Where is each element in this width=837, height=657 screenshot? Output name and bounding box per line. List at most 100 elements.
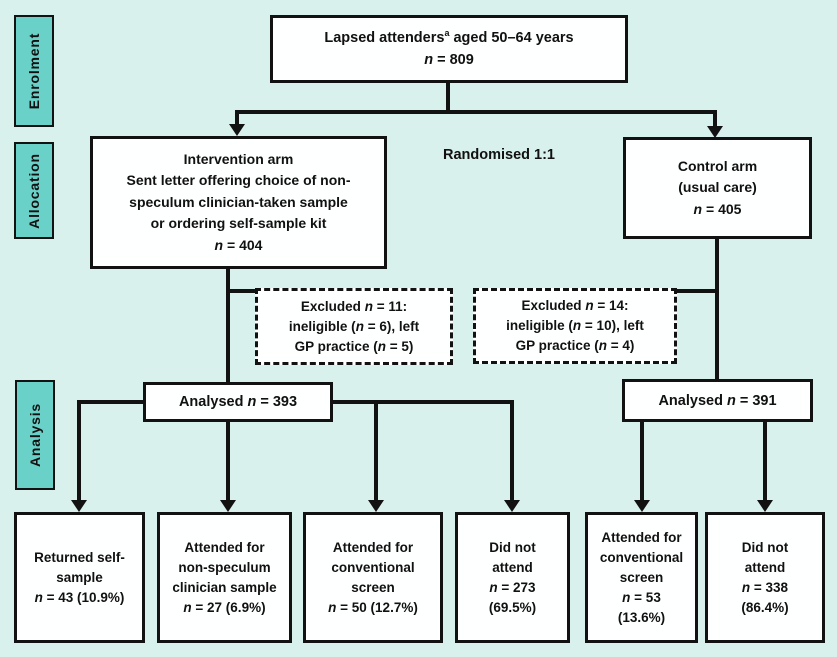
box-text-line: Excluded n = 14: bbox=[522, 296, 629, 316]
outcome-no-attend-control-box: Did not attend n = 338 (86.4%) bbox=[705, 512, 825, 643]
n-symbol: n bbox=[598, 338, 607, 353]
box-text-line: non-speculum bbox=[178, 559, 271, 575]
box-text-line: attend bbox=[492, 559, 533, 575]
text-segment: ineligible ( bbox=[506, 318, 573, 333]
outcome-no-attend-intervention-box: Did not attend n = 273 (69.5%) bbox=[455, 512, 570, 643]
randomised-label: Randomised 1:1 bbox=[443, 147, 555, 163]
n-value: = 404 bbox=[223, 236, 263, 253]
box-text-line: or ordering self-sample kit bbox=[150, 215, 327, 232]
stage-label-text: Analysis bbox=[27, 403, 43, 467]
text-segment: Excluded bbox=[521, 298, 586, 313]
connector-analysed-int-right-branch bbox=[331, 400, 514, 502]
n-symbol: n bbox=[328, 599, 337, 615]
box-text-line: Excluded n = 11: bbox=[301, 297, 407, 317]
stage-label-analysis: Analysis bbox=[15, 380, 55, 490]
box-n-line: n = 50 (12.7%) bbox=[328, 598, 418, 618]
text-segment: Lapsed attenders bbox=[324, 30, 445, 46]
n-value: = 50 (12.7%) bbox=[336, 599, 418, 615]
stage-label-allocation: Allocation bbox=[14, 142, 54, 239]
arrowhead-outcome-1 bbox=[71, 500, 87, 512]
text-segment: Excluded bbox=[300, 298, 365, 314]
control-arm-box: Control arm (usual care) n = 405 bbox=[623, 137, 812, 239]
outcome-returned-self-sample-box: Returned self- sample n = 43 (10.9%) bbox=[14, 512, 145, 643]
text-segment: GP practice ( bbox=[515, 338, 599, 353]
outcome-conventional-control-box: Attended for conventional screen n = 53 … bbox=[585, 512, 698, 643]
n-symbol: n bbox=[34, 589, 43, 605]
box-text-line: (69.5%) bbox=[488, 599, 537, 615]
box-text-line: Did not bbox=[741, 539, 789, 555]
box-text-line: GP practice (n = 4) bbox=[516, 336, 635, 356]
box-text-line: screen bbox=[619, 569, 664, 585]
arrowhead-outcome-2 bbox=[220, 500, 236, 512]
excluded-intervention-box: Excluded n = 11: ineligible (n = 6), lef… bbox=[255, 288, 453, 365]
stage-label-text: Allocation bbox=[26, 152, 43, 229]
arrowhead-control bbox=[707, 126, 723, 138]
box-text-line: Attended for bbox=[332, 539, 414, 555]
n-value: = 391 bbox=[735, 392, 777, 409]
box-text-line: speculum clinician-taken sample bbox=[129, 193, 348, 210]
n-symbol: n bbox=[622, 589, 631, 605]
box-text-line: ineligible (n = 10), left bbox=[506, 316, 644, 336]
analysed-control-box: Analysed n = 391 bbox=[622, 379, 813, 422]
n-symbol: n bbox=[247, 394, 257, 410]
n-symbol: n bbox=[572, 318, 582, 333]
n-value: = 6), left bbox=[363, 318, 420, 334]
arrowhead-outcome-6 bbox=[757, 500, 773, 512]
text-segment: aged 50–64 years bbox=[449, 30, 574, 46]
box-n-line: n = 809 bbox=[424, 49, 474, 71]
box-text-line: Attended for bbox=[601, 529, 682, 545]
stage-label-enrolment: Enrolment bbox=[14, 15, 54, 127]
box-text-line: screen bbox=[351, 579, 395, 595]
n-symbol: n bbox=[585, 298, 594, 313]
n-value: = 53 bbox=[630, 589, 661, 605]
outcome-non-speculum-box: Attended for non-speculum clinician samp… bbox=[157, 512, 292, 643]
excluded-control-box: Excluded n = 14: ineligible (n = 10), le… bbox=[473, 288, 677, 364]
box-text-line: GP practice (n = 5) bbox=[295, 337, 414, 357]
box-text-line: Intervention arm bbox=[183, 150, 294, 167]
box-text-line: Returned self- bbox=[34, 549, 125, 565]
n-symbol: n bbox=[183, 599, 192, 615]
n-value: = 4) bbox=[606, 338, 635, 353]
n-value: = 273 bbox=[497, 579, 536, 595]
arrowhead-outcome-5 bbox=[634, 500, 650, 512]
box-n-line: n = 53 bbox=[622, 588, 661, 608]
box-text-line: (86.4%) bbox=[741, 599, 789, 615]
box-text-line: Attended for bbox=[184, 539, 265, 555]
box-text-line: Control arm bbox=[677, 157, 758, 174]
box-text-line: Lapsed attendersa aged 50–64 years bbox=[324, 27, 573, 49]
n-value: = 11: bbox=[372, 298, 408, 314]
n-value: = 10), left bbox=[581, 318, 644, 333]
text-segment: GP practice ( bbox=[294, 338, 378, 354]
n-value: = 14: bbox=[593, 298, 629, 313]
box-n-line: n = 27 (6.9%) bbox=[183, 598, 265, 618]
footnote-marker: a bbox=[444, 28, 450, 39]
n-value: = 43 (10.9%) bbox=[42, 589, 125, 605]
intervention-arm-box: Intervention arm Sent letter offering ch… bbox=[90, 136, 387, 269]
n-symbol: n bbox=[693, 200, 703, 217]
n-value: = 338 bbox=[750, 579, 789, 595]
box-text-line: conventional bbox=[331, 559, 415, 575]
outcome-conventional-intervention-box: Attended for conventional screen n = 50 … bbox=[303, 512, 443, 643]
n-symbol: n bbox=[726, 392, 736, 409]
box-text-line: Sent letter offering choice of non- bbox=[126, 172, 351, 189]
box-text-line: ineligible (n = 6), left bbox=[289, 317, 419, 337]
n-symbol: n bbox=[355, 318, 364, 334]
box-text-line: (usual care) bbox=[678, 179, 757, 196]
connector-analysed-int-left-branch bbox=[77, 400, 144, 502]
box-text-line: clinician sample bbox=[172, 579, 277, 595]
n-symbol: n bbox=[424, 52, 434, 68]
box-text-line: Analysed n = 393 bbox=[179, 391, 297, 413]
n-symbol: n bbox=[741, 579, 751, 595]
connector-randomisation-split bbox=[235, 110, 717, 128]
box-n-line: n = 273 bbox=[489, 578, 535, 598]
n-value: = 27 (6.9%) bbox=[191, 599, 266, 615]
box-n-line: n = 404 bbox=[215, 235, 263, 257]
enrolment-population-box: Lapsed attendersa aged 50–64 years n = 8… bbox=[270, 15, 628, 83]
n-value: = 5) bbox=[385, 338, 414, 354]
n-symbol: n bbox=[489, 579, 498, 595]
box-text-line: conventional bbox=[599, 549, 684, 565]
box-text-line: Did not bbox=[489, 539, 536, 555]
arrowhead-outcome-4 bbox=[504, 500, 520, 512]
n-value: = 405 bbox=[702, 200, 742, 217]
